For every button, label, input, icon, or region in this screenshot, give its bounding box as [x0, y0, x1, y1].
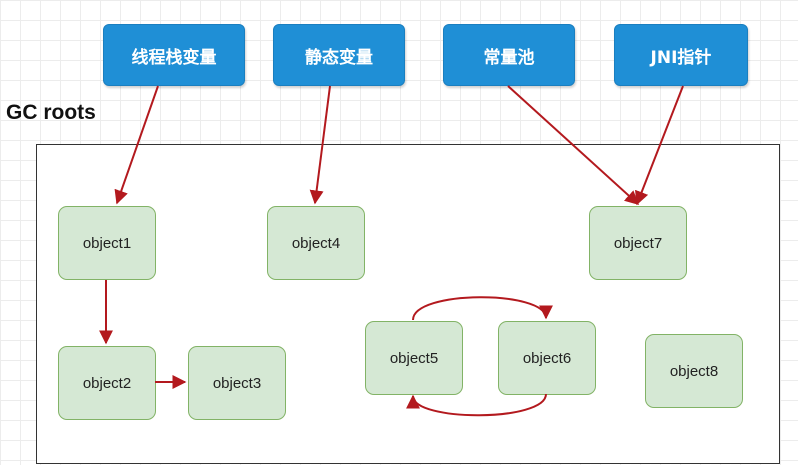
object1-node: object1 — [58, 206, 156, 280]
object5-node: object5 — [365, 321, 463, 395]
object3-node: object3 — [188, 346, 286, 420]
object8-node: object8 — [645, 334, 743, 408]
object2-node: object2 — [58, 346, 156, 420]
root-thread-stack-variables: 线程栈变量 — [103, 24, 245, 86]
diagram-title: GC roots — [6, 101, 96, 124]
root-jni-pointer: JNI指针 — [614, 24, 748, 86]
object4-node: object4 — [267, 206, 365, 280]
object7-node: object7 — [589, 206, 687, 280]
root-constant-pool: 常量池 — [443, 24, 575, 86]
object6-node: object6 — [498, 321, 596, 395]
root-static-variables: 静态变量 — [273, 24, 405, 86]
